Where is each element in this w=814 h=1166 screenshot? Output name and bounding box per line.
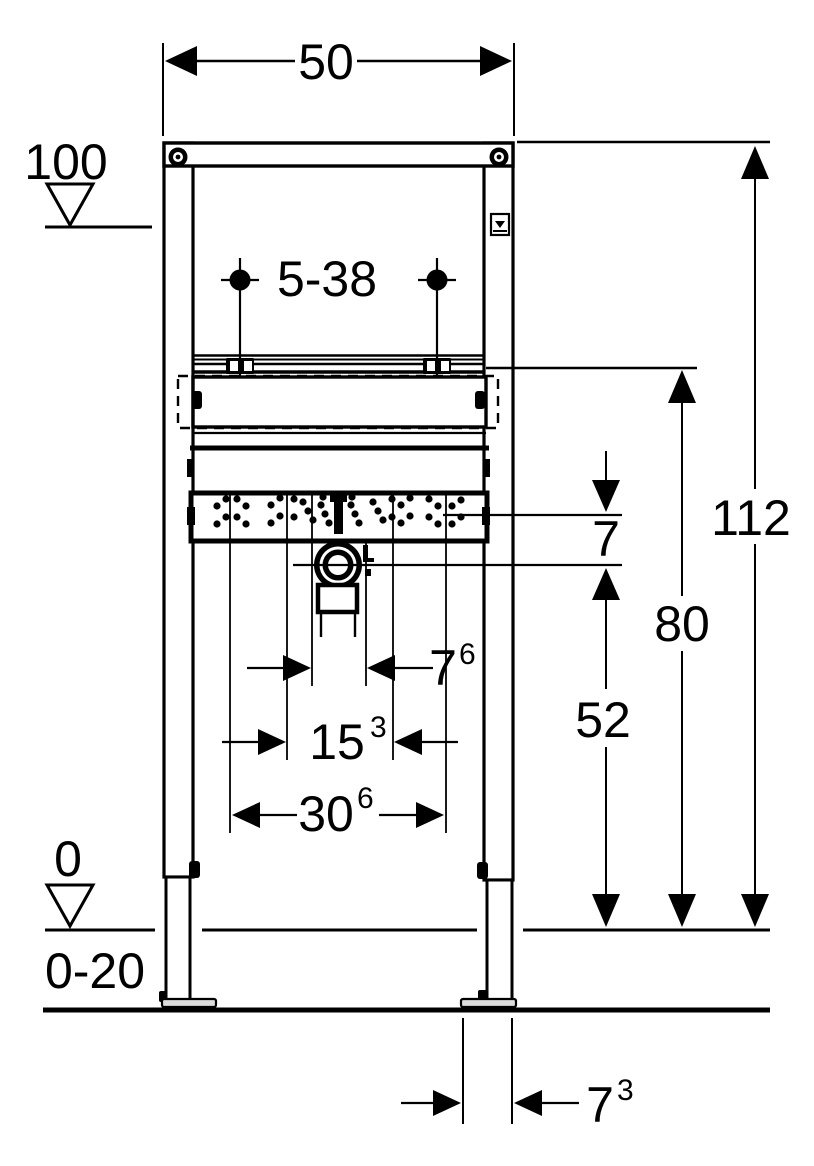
datum-triangle-0 [44, 883, 96, 930]
dim-mid-spacing: 15 3 [222, 494, 458, 770]
level-mark-100: 100 [24, 134, 152, 229]
tap-height-annotation: 5-38 [221, 251, 456, 377]
top-crossbar [162, 141, 515, 168]
dim-outer-spacing-label: 30 [298, 786, 354, 842]
level-0-label: 0 [54, 831, 82, 887]
dim-outer-spacing: 30 6 [229, 494, 447, 842]
datum-triangle-100 [44, 182, 96, 229]
drain-socket [315, 582, 360, 615]
dim-drain-height-label: 52 [575, 692, 631, 748]
corner-screw-left [168, 147, 188, 167]
floor-lines [43, 928, 770, 1013]
tap-point-right [426, 269, 448, 291]
lower-crossbar [187, 431, 490, 477]
pipe-clip-lower [365, 569, 371, 576]
pipe-clip-upper [363, 545, 374, 562]
mounting-frame [159, 141, 518, 1009]
dim-frame-width-label: 50 [298, 34, 354, 90]
level-mark-0: 0 0-20 [44, 831, 145, 999]
washbasin-traverse [176, 374, 500, 430]
drain-bracket-stem [334, 494, 343, 534]
dim-foot-depth-label: 7 [586, 1077, 614, 1133]
left-leg [159, 861, 218, 1009]
left-foot-plate [160, 997, 218, 1009]
corner-screw-right [489, 147, 509, 167]
dim-total-height-label: 112 [711, 490, 791, 546]
dim-supply-drain-gap: 7 [293, 451, 622, 567]
tap-rail [193, 354, 485, 374]
plate-holes [213, 493, 465, 528]
right-foot-plate [459, 997, 518, 1009]
dim-supply-spacing-label: 7 [429, 640, 457, 696]
dim-mid-spacing-footnote: 3 [370, 711, 387, 744]
fixing-point-icon [489, 212, 511, 237]
dim-rail-height: 80 [486, 366, 710, 927]
dim-frame-width: 50 [162, 34, 515, 136]
tap-height-range-label: 5-38 [277, 251, 377, 307]
dim-total-height: 112 [517, 140, 791, 927]
level-100-label: 100 [24, 134, 107, 190]
perforated-plate [187, 490, 490, 544]
dim-foot-depth-footnote: 3 [617, 1074, 634, 1107]
dim-drain-height: 52 [575, 568, 631, 927]
drain-pipe [314, 541, 374, 637]
dim-rail-height-label: 80 [654, 596, 710, 652]
right-leg [459, 862, 518, 1009]
floor-buildup-label: 0-20 [45, 943, 145, 999]
dim-foot-depth: 7 3 [401, 1018, 634, 1133]
dim-supply-spacing-footnote: 6 [459, 638, 476, 671]
dim-mid-spacing-label: 15 [309, 714, 365, 770]
dim-outer-spacing-footnote: 6 [357, 782, 374, 815]
dim-supply-drain-gap-label: 7 [592, 511, 620, 567]
dim-supply-spacing: 7 6 [247, 494, 476, 696]
tap-point-left [229, 269, 251, 291]
